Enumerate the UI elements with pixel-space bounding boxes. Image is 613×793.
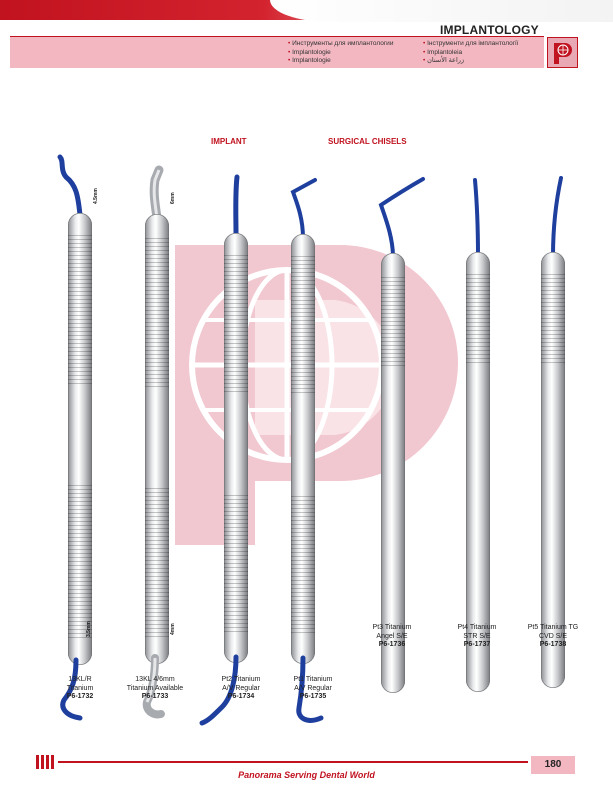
instrument-name: Pt1 Titanium bbox=[293, 676, 333, 683]
instrument-caption: Pt3 Titanium Angel S/E P6-1736 bbox=[347, 624, 437, 650]
brand-logo bbox=[547, 37, 578, 68]
instrument-code: P6-1735 bbox=[299, 693, 327, 700]
language-list-left: Инструменты для имплантологии Implantolo… bbox=[288, 40, 393, 66]
instrument-caption: 13KL/R Titanium P6-1732 bbox=[35, 676, 125, 702]
page-title: IMPLANTOLOGY bbox=[440, 23, 539, 37]
instrument-handle bbox=[291, 234, 315, 664]
instrument-code: P6-1736 bbox=[378, 641, 406, 648]
page-number: 180 bbox=[531, 756, 575, 774]
instrument-name: Pt3 Titanium bbox=[372, 624, 412, 631]
instrument-material: Titanium bbox=[66, 684, 94, 692]
language-item: Implantoleia bbox=[423, 49, 518, 58]
instrument-material: STR S/E bbox=[463, 632, 491, 640]
instrument-handle bbox=[541, 252, 565, 688]
instrument-code: P6-1732 bbox=[66, 693, 94, 700]
instrument-caption: Pt4 Titanium STR S/E P6-1737 bbox=[432, 624, 522, 650]
instrument-name: Pt5 Titanium TG bbox=[527, 624, 579, 631]
footer-slogan: Panorama Serving Dental World bbox=[238, 770, 375, 780]
globe-icon bbox=[554, 43, 572, 64]
language-item: Инструменты для имплантологии bbox=[288, 40, 393, 49]
section-heading-chisels: SURGICAL CHISELS bbox=[328, 137, 407, 146]
instrument-tip-top bbox=[149, 165, 164, 223]
instrument-code: P6-1738 bbox=[539, 641, 567, 648]
title-rule bbox=[10, 36, 544, 37]
instrument-name: Pt2 Titanium bbox=[221, 676, 261, 683]
instrument-code: P6-1734 bbox=[227, 693, 255, 700]
instrument-name: 13KL/R bbox=[68, 676, 92, 683]
measure-label: 4mm bbox=[170, 623, 176, 635]
measure-label: 4.5mm bbox=[93, 188, 99, 204]
instrument-caption: 13KL 4/6mm Titanium Available P6-1733 bbox=[110, 676, 200, 702]
instrument-tip-bottom bbox=[296, 655, 324, 723]
instrument-tip-bottom bbox=[60, 657, 83, 721]
instrument-tip-top bbox=[57, 154, 83, 218]
footer-bars bbox=[36, 755, 56, 774]
instrument-tip-top bbox=[233, 174, 240, 238]
instrument-material: CVD S/E bbox=[538, 632, 567, 640]
instrument-handle bbox=[224, 233, 248, 663]
instrument-code: P6-1733 bbox=[141, 693, 169, 700]
instrument-material: A/V Regular bbox=[294, 684, 332, 692]
instrument-handle bbox=[68, 213, 92, 665]
instrument-tip-top bbox=[290, 178, 317, 240]
instrument-tip-top bbox=[551, 176, 563, 258]
section-heading-implant: IMPLANT bbox=[211, 137, 247, 146]
language-item: Implantologie bbox=[288, 49, 393, 58]
header-swoosh bbox=[270, 0, 613, 22]
brand-watermark bbox=[175, 245, 458, 545]
footer-rule bbox=[58, 761, 528, 763]
instrument-handle bbox=[466, 252, 490, 692]
instrument-name: 13KL 4/6mm bbox=[135, 676, 175, 683]
language-item: Інструменти для імплантології bbox=[423, 40, 518, 49]
instrument-tip-top bbox=[473, 178, 480, 258]
instrument-material: Angel S/E bbox=[376, 632, 408, 640]
instrument-handle bbox=[381, 253, 405, 693]
language-list-right: Інструменти для імплантології Implantole… bbox=[423, 40, 518, 66]
measure-label: 6mm bbox=[170, 192, 176, 204]
instrument-caption: Pt5 Titanium TG CVD S/E P6-1738 bbox=[508, 624, 598, 650]
instrument-handle bbox=[145, 214, 169, 664]
instrument-material: A/V Regular bbox=[222, 684, 260, 692]
instrument-code: P6-1737 bbox=[463, 641, 491, 648]
language-item: زراعة الأسنان bbox=[423, 57, 518, 66]
instrument-material: Titanium Available bbox=[126, 684, 184, 692]
instrument-caption: Pt1 Titanium A/V Regular P6-1735 bbox=[268, 676, 358, 702]
instrument-tip-bottom bbox=[199, 654, 239, 726]
instrument-tip-bottom bbox=[142, 654, 165, 719]
instrument-name: Pt4 Titanium bbox=[457, 624, 497, 631]
instrument-caption: Pt2 Titanium A/V Regular P6-1734 bbox=[196, 676, 286, 702]
header-red-stripe bbox=[0, 0, 330, 20]
instrument-tip-top bbox=[378, 177, 425, 259]
language-item: Implantologie bbox=[288, 57, 393, 66]
measure-label: 3.5mm bbox=[86, 621, 92, 637]
